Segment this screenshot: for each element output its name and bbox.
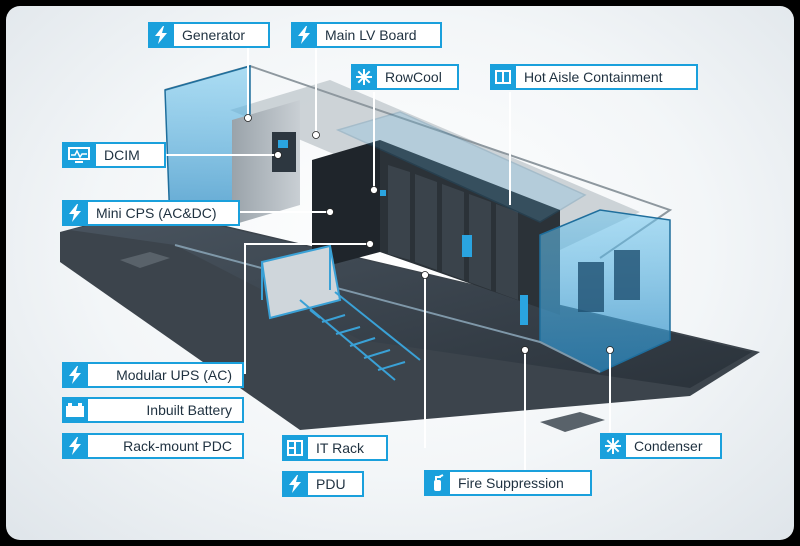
lightning-icon	[62, 362, 88, 388]
label-generator: Generator	[148, 22, 270, 48]
extinguisher-icon	[424, 470, 450, 496]
label-main-lv-board: Main LV Board	[291, 22, 442, 48]
label-it-rack: IT Rack	[282, 435, 388, 461]
rack-icon	[282, 435, 308, 461]
lightning-icon	[282, 471, 308, 497]
monitor-icon	[62, 142, 96, 168]
battery-icon	[62, 397, 88, 423]
lv-panel-screen	[278, 140, 288, 148]
containment-icon	[490, 64, 516, 90]
lightning-icon	[148, 22, 174, 48]
label-fire-suppression: Fire Suppression	[424, 470, 592, 496]
label-inbuilt-battery: Inbuilt Battery	[62, 397, 244, 423]
lightning-icon	[291, 22, 317, 48]
leader-dots	[244, 114, 614, 354]
lightning-icon	[62, 200, 88, 226]
lightning-icon	[62, 433, 88, 459]
leader-lines	[166, 48, 611, 484]
rack-row	[312, 140, 560, 325]
snowflake-icon	[600, 433, 626, 459]
right-glass-end	[539, 209, 671, 373]
label-mini-cps: Mini CPS (AC&DC)	[62, 200, 240, 226]
label-pdu: PDU	[282, 471, 364, 497]
support-foot-2	[120, 252, 170, 268]
access-stairs	[260, 244, 421, 381]
label-dcim: DCIM	[62, 142, 166, 168]
label-hot-aisle-containment: Hot Aisle Containment	[490, 64, 698, 90]
label-rowcool: RowCool	[351, 64, 459, 90]
label-condenser: Condenser	[600, 433, 722, 459]
label-rack-mount-pdc: Rack-mount PDC	[62, 433, 244, 459]
condenser-fan-2	[614, 250, 640, 300]
support-foot-1	[540, 412, 605, 432]
hot-aisle-glass	[335, 111, 587, 223]
condenser-fan-1	[578, 262, 604, 312]
snowflake-icon	[351, 64, 377, 90]
lv-room-wall	[232, 100, 300, 225]
label-modular-ups: Modular UPS (AC)	[62, 362, 244, 388]
